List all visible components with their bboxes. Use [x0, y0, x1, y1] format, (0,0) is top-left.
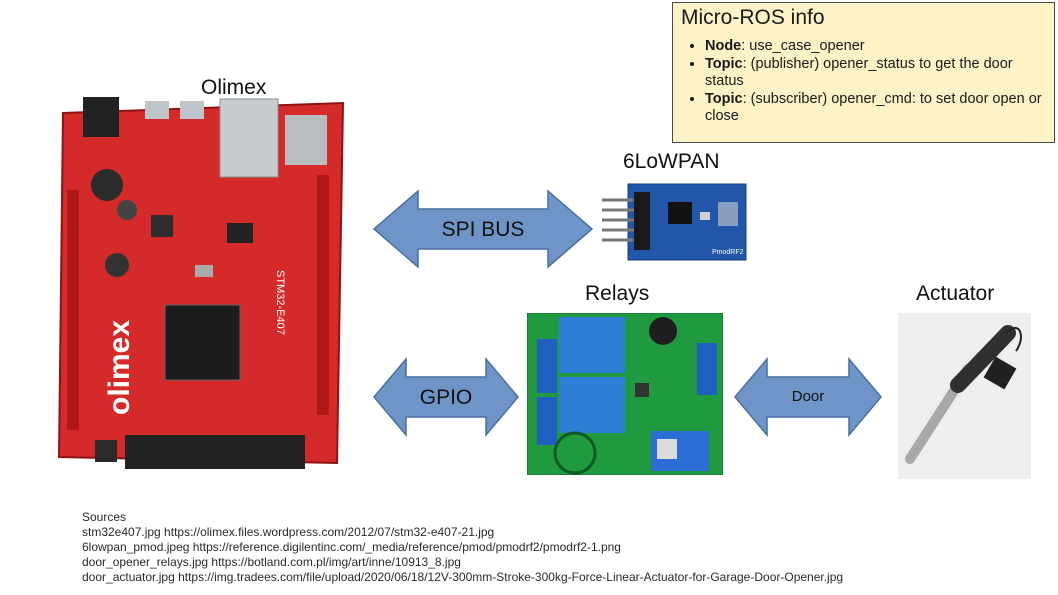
sources-block: Sources stm32e407.jpg https://olimex.fil…	[82, 510, 843, 585]
micro-ros-info-box: Micro-ROS info Node: use_case_opener Top…	[672, 2, 1055, 143]
door-label: Door	[792, 388, 825, 405]
gpio-arrow: GPIO	[373, 357, 519, 437]
source-line: stm32e407.jpg https://olimex.files.wordp…	[82, 525, 495, 539]
gpio-label: GPIO	[420, 386, 473, 409]
sixlowpan-label: 6LoWPAN	[623, 150, 720, 173]
olimex-board-image: STM32-E407 olimex	[57, 97, 345, 469]
olimex-model-text: STM32-E407	[274, 270, 286, 335]
info-box-title: Micro-ROS info	[681, 6, 825, 29]
info-item-subscriber-topic: Topic: (subscriber) opener_cmd: to set d…	[705, 91, 1046, 126]
actuator-image	[898, 313, 1031, 479]
spi-bus-arrow: SPI BUS	[372, 189, 594, 269]
sixlowpan-pmod-image: PmodRF2	[602, 183, 747, 261]
info-item-publisher-topic: Topic: (publisher) opener_status to get …	[705, 56, 1046, 91]
relays-label: Relays	[585, 282, 650, 305]
info-list: Node: use_case_opener Topic: (publisher)…	[681, 38, 1046, 126]
source-line: 6lowpan_pmod.jpeg https://reference.digi…	[82, 540, 621, 554]
sources-heading: Sources	[82, 510, 127, 524]
olimex-brand-text: olimex	[103, 320, 136, 415]
pmod-model-text: PmodRF2	[712, 249, 744, 256]
door-arrow: Door	[734, 357, 882, 437]
source-line: door_opener_relays.jpg https://botland.c…	[82, 555, 461, 569]
relays-board-image	[527, 313, 723, 475]
spi-bus-label: SPI BUS	[442, 218, 525, 241]
actuator-label: Actuator	[916, 282, 995, 305]
olimex-label: Olimex	[201, 76, 267, 99]
info-item-node: Node: use_case_opener	[705, 38, 1046, 56]
source-line: door_actuator.jpg https://img.tradees.co…	[82, 570, 844, 584]
